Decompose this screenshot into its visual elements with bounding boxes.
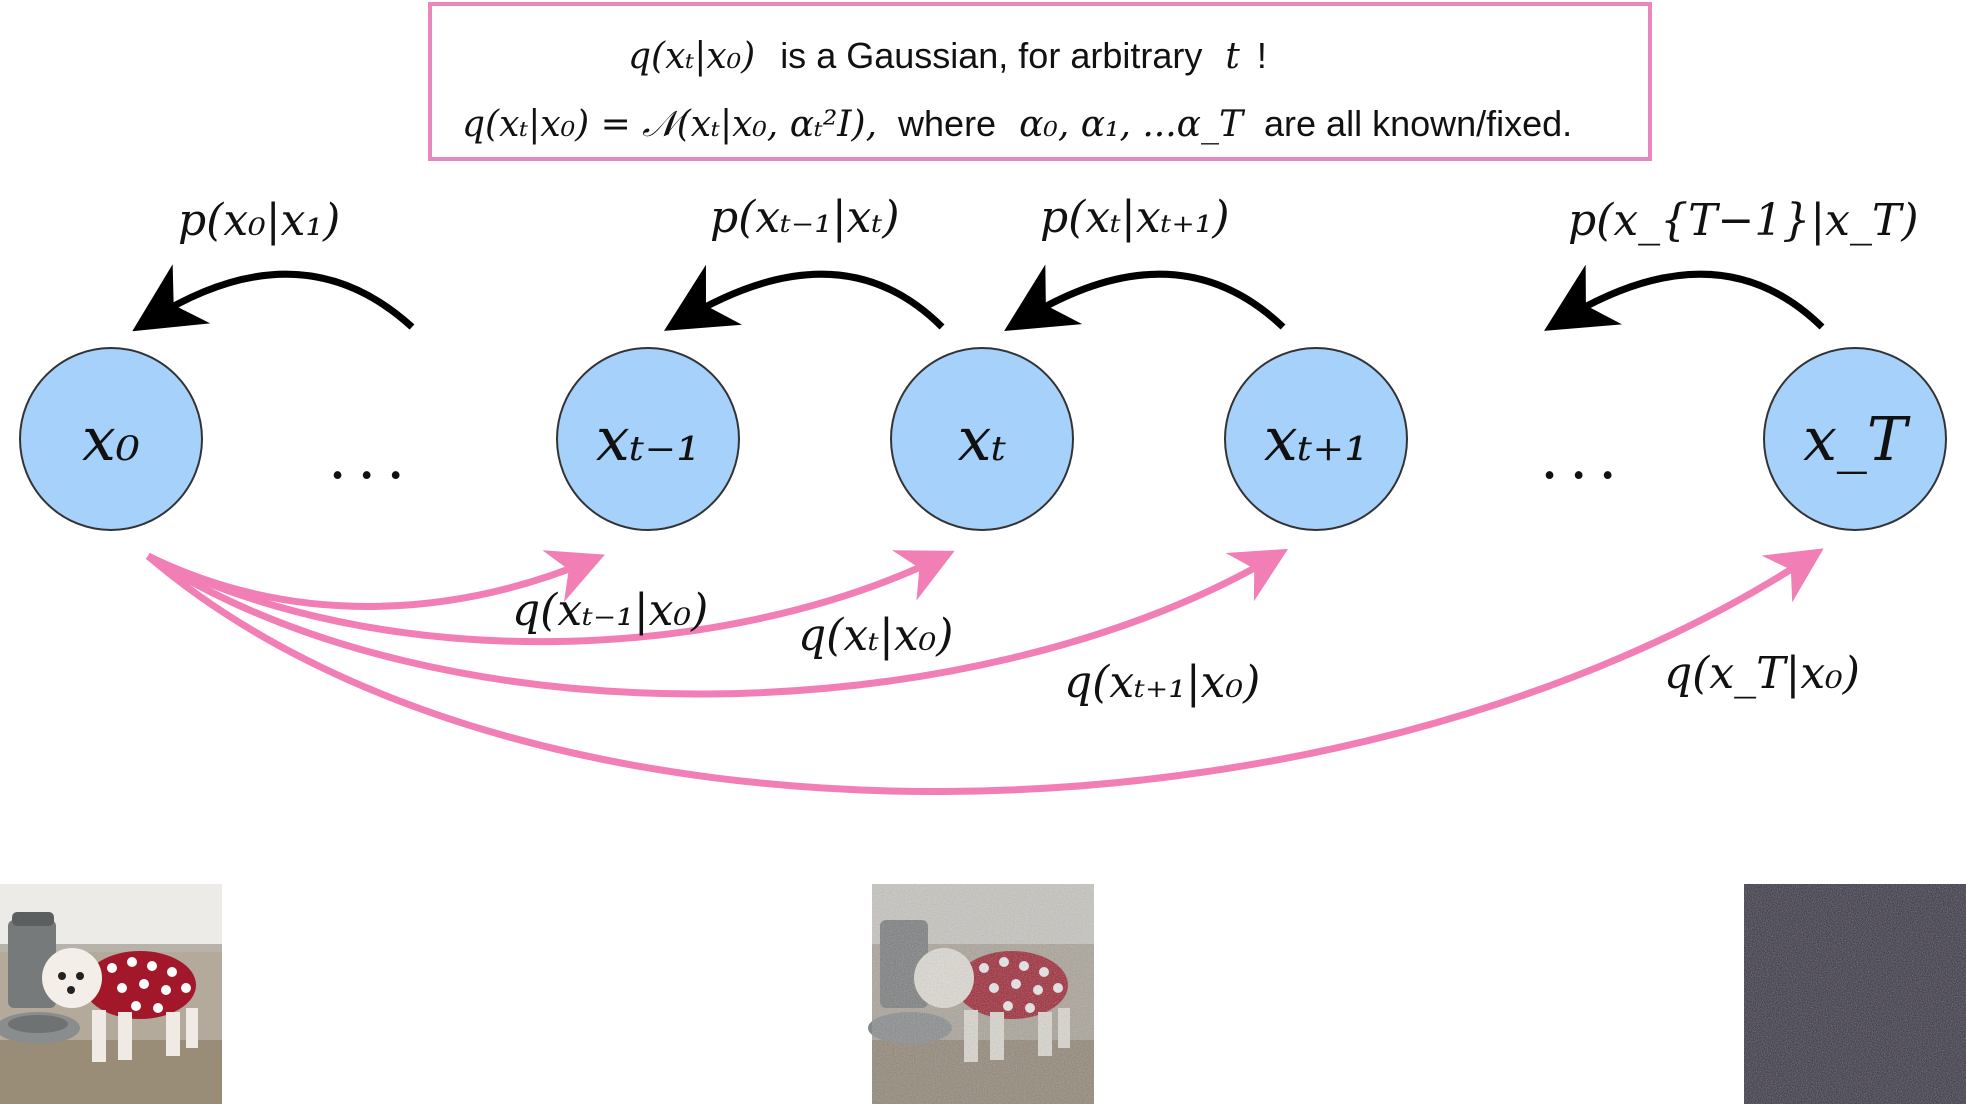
- node-xT: x_T: [1763, 347, 1947, 531]
- forward-label-2: q(xₜ|x₀): [798, 610, 953, 661]
- note-line1-var: t: [1225, 36, 1240, 77]
- note-box: q(xₜ|x₀) is a Gaussian, for arbitrary t …: [428, 2, 1652, 161]
- forward-arrow-3: [146, 548, 1289, 698]
- note-line2-text2: are all known/fixed.: [1264, 103, 1572, 144]
- node-xT-label: x_T: [1803, 405, 1911, 475]
- pure-noise-image: [1744, 884, 1966, 1104]
- note-border: [428, 2, 1652, 161]
- node-x0: x₀: [19, 347, 203, 531]
- forward-arrows: [145, 548, 1824, 795]
- node-xt-label: xₜ: [958, 405, 1007, 475]
- reverse-arrow-4: [1544, 264, 1825, 331]
- reverse-label-1: p(x₀|x₁): [178, 195, 340, 246]
- reverse-arrow-3: [1004, 264, 1286, 332]
- note-line1-end: !: [1257, 35, 1267, 76]
- svg-text:q(xₜ|x₀) = 𝒩(xₜ|x₀, αₜ²I),: q(xₜ|x₀) = 𝒩(xₜ|x₀, αₜ²I), where α₀, α₁,…: [462, 103, 1572, 145]
- forward-arrow-2: [146, 550, 955, 646]
- svg-text:q(xₜ|x₀) is a Gaussian,: q(xₜ|x₀) is a Gaussian, for arbitrary t …: [628, 35, 1267, 77]
- node-x0-label: x₀: [82, 405, 140, 475]
- forward-label-3: q(xₜ₊₁|x₀): [1064, 657, 1260, 708]
- note-line1-text: is a Gaussian, for arbitrary: [780, 35, 1202, 76]
- reverse-arrow-2: [663, 264, 945, 331]
- note-line2-math: q(xₜ|x₀) = 𝒩(xₜ|x₀, αₜ²I),: [462, 104, 877, 145]
- note-line2-vars: α₀, α₁, ...α_T: [1019, 104, 1246, 145]
- node-xt-plus-1-label: xₜ₊₁: [1264, 405, 1368, 475]
- node-xt-minus-1-label: xₜ₋₁: [596, 405, 700, 475]
- node-xt-minus-1: xₜ₋₁: [556, 347, 740, 531]
- ellipsis-right: ...: [1540, 423, 1627, 493]
- node-xt-plus-1: xₜ₊₁: [1224, 347, 1408, 531]
- forward-arrow-4: [145, 548, 1824, 795]
- node-xt: xₜ: [890, 347, 1074, 531]
- note-line2-text1: where: [897, 103, 996, 144]
- reverse-label-2: p(xₜ₋₁|xₜ): [710, 192, 900, 243]
- noisy-dog-image: [868, 884, 1094, 1104]
- reverse-arrows: [132, 264, 1825, 332]
- note-line1-math: q(xₜ|x₀): [628, 36, 755, 77]
- clean-dog-image: [0, 884, 222, 1104]
- reverse-label-4: p(x_{T−1}|x_T): [1568, 195, 1919, 246]
- forward-label-4: q(x_T|x₀): [1664, 648, 1860, 699]
- ellipsis-left: ...: [328, 423, 415, 493]
- forward-label-1: q(xₜ₋₁|x₀): [512, 585, 708, 636]
- reverse-arrow-1: [132, 264, 415, 332]
- reverse-label-3: p(xₜ|xₜ₊₁): [1040, 192, 1230, 243]
